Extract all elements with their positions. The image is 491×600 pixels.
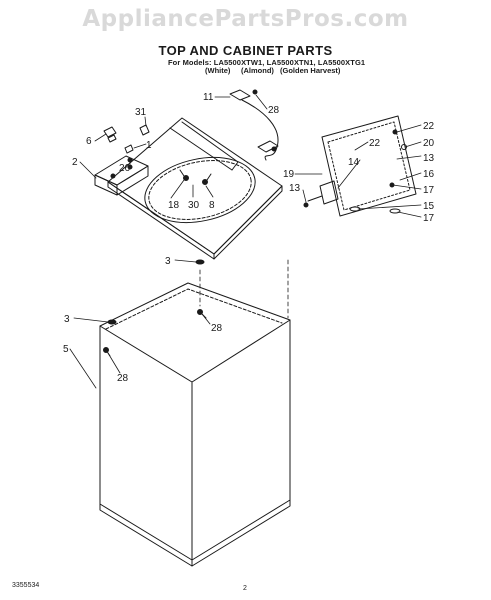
- color-white: (White): [205, 66, 231, 75]
- callout-28-front: 28: [117, 373, 129, 384]
- color-golden-harvest: (Golden Harvest): [280, 66, 341, 75]
- callout-8: 8: [209, 200, 215, 211]
- callout-30: 30: [188, 200, 200, 211]
- control-bracket: [94, 155, 149, 196]
- callout-18: 18: [168, 200, 180, 211]
- top-panel: [107, 117, 283, 260]
- callout-13-right: 13: [423, 153, 435, 164]
- leader-lines: [69, 94, 422, 389]
- color-almond: (Almond): [241, 66, 274, 75]
- callout-16: 16: [423, 169, 435, 180]
- callout-6: 6: [86, 136, 92, 147]
- callout-15: 15: [423, 201, 435, 212]
- callout-28-cabinet: 28: [211, 323, 223, 334]
- callout-22-lid: 22: [369, 138, 381, 149]
- callout-31: 31: [135, 107, 147, 118]
- callout-19: 19: [283, 169, 295, 180]
- callout-22-right: 22: [423, 121, 435, 132]
- callout-28-top: 28: [268, 105, 280, 116]
- cabinet-hardware: [103, 259, 207, 357]
- cabinet: [99, 282, 291, 567]
- top-screws: [179, 169, 212, 185]
- model-list: For Models: LA5500XTW1, LA5500XTN1, LA55…: [168, 58, 366, 67]
- watermark: AppliancePartsPros.com: [82, 6, 409, 32]
- callout-20: 20: [423, 138, 435, 149]
- callout-1: 1: [146, 140, 152, 151]
- page-number: 2: [243, 585, 247, 592]
- diagram-title: TOP AND CABINET PARTS: [158, 43, 333, 58]
- callout-11: 11: [203, 92, 214, 103]
- callout-3-upper: 3: [165, 256, 171, 267]
- clip-parts: [103, 124, 150, 163]
- callout-26: 26: [119, 163, 131, 174]
- callout-2: 2: [72, 157, 78, 168]
- lid-switch-harness: [229, 89, 279, 161]
- callout-17-upper: 17: [423, 185, 435, 196]
- callout-5: 5: [63, 344, 69, 355]
- callout-3-lower: 3: [64, 314, 70, 325]
- callout-17-lower: 17: [423, 213, 435, 224]
- callout-numbers: 31 6 1 2 26 11 28 18 30 8 22 22 20 14 13…: [63, 92, 435, 384]
- callout-14: 14: [348, 157, 360, 168]
- part-number: 3355534: [12, 582, 40, 589]
- callout-13-left: 13: [289, 183, 301, 194]
